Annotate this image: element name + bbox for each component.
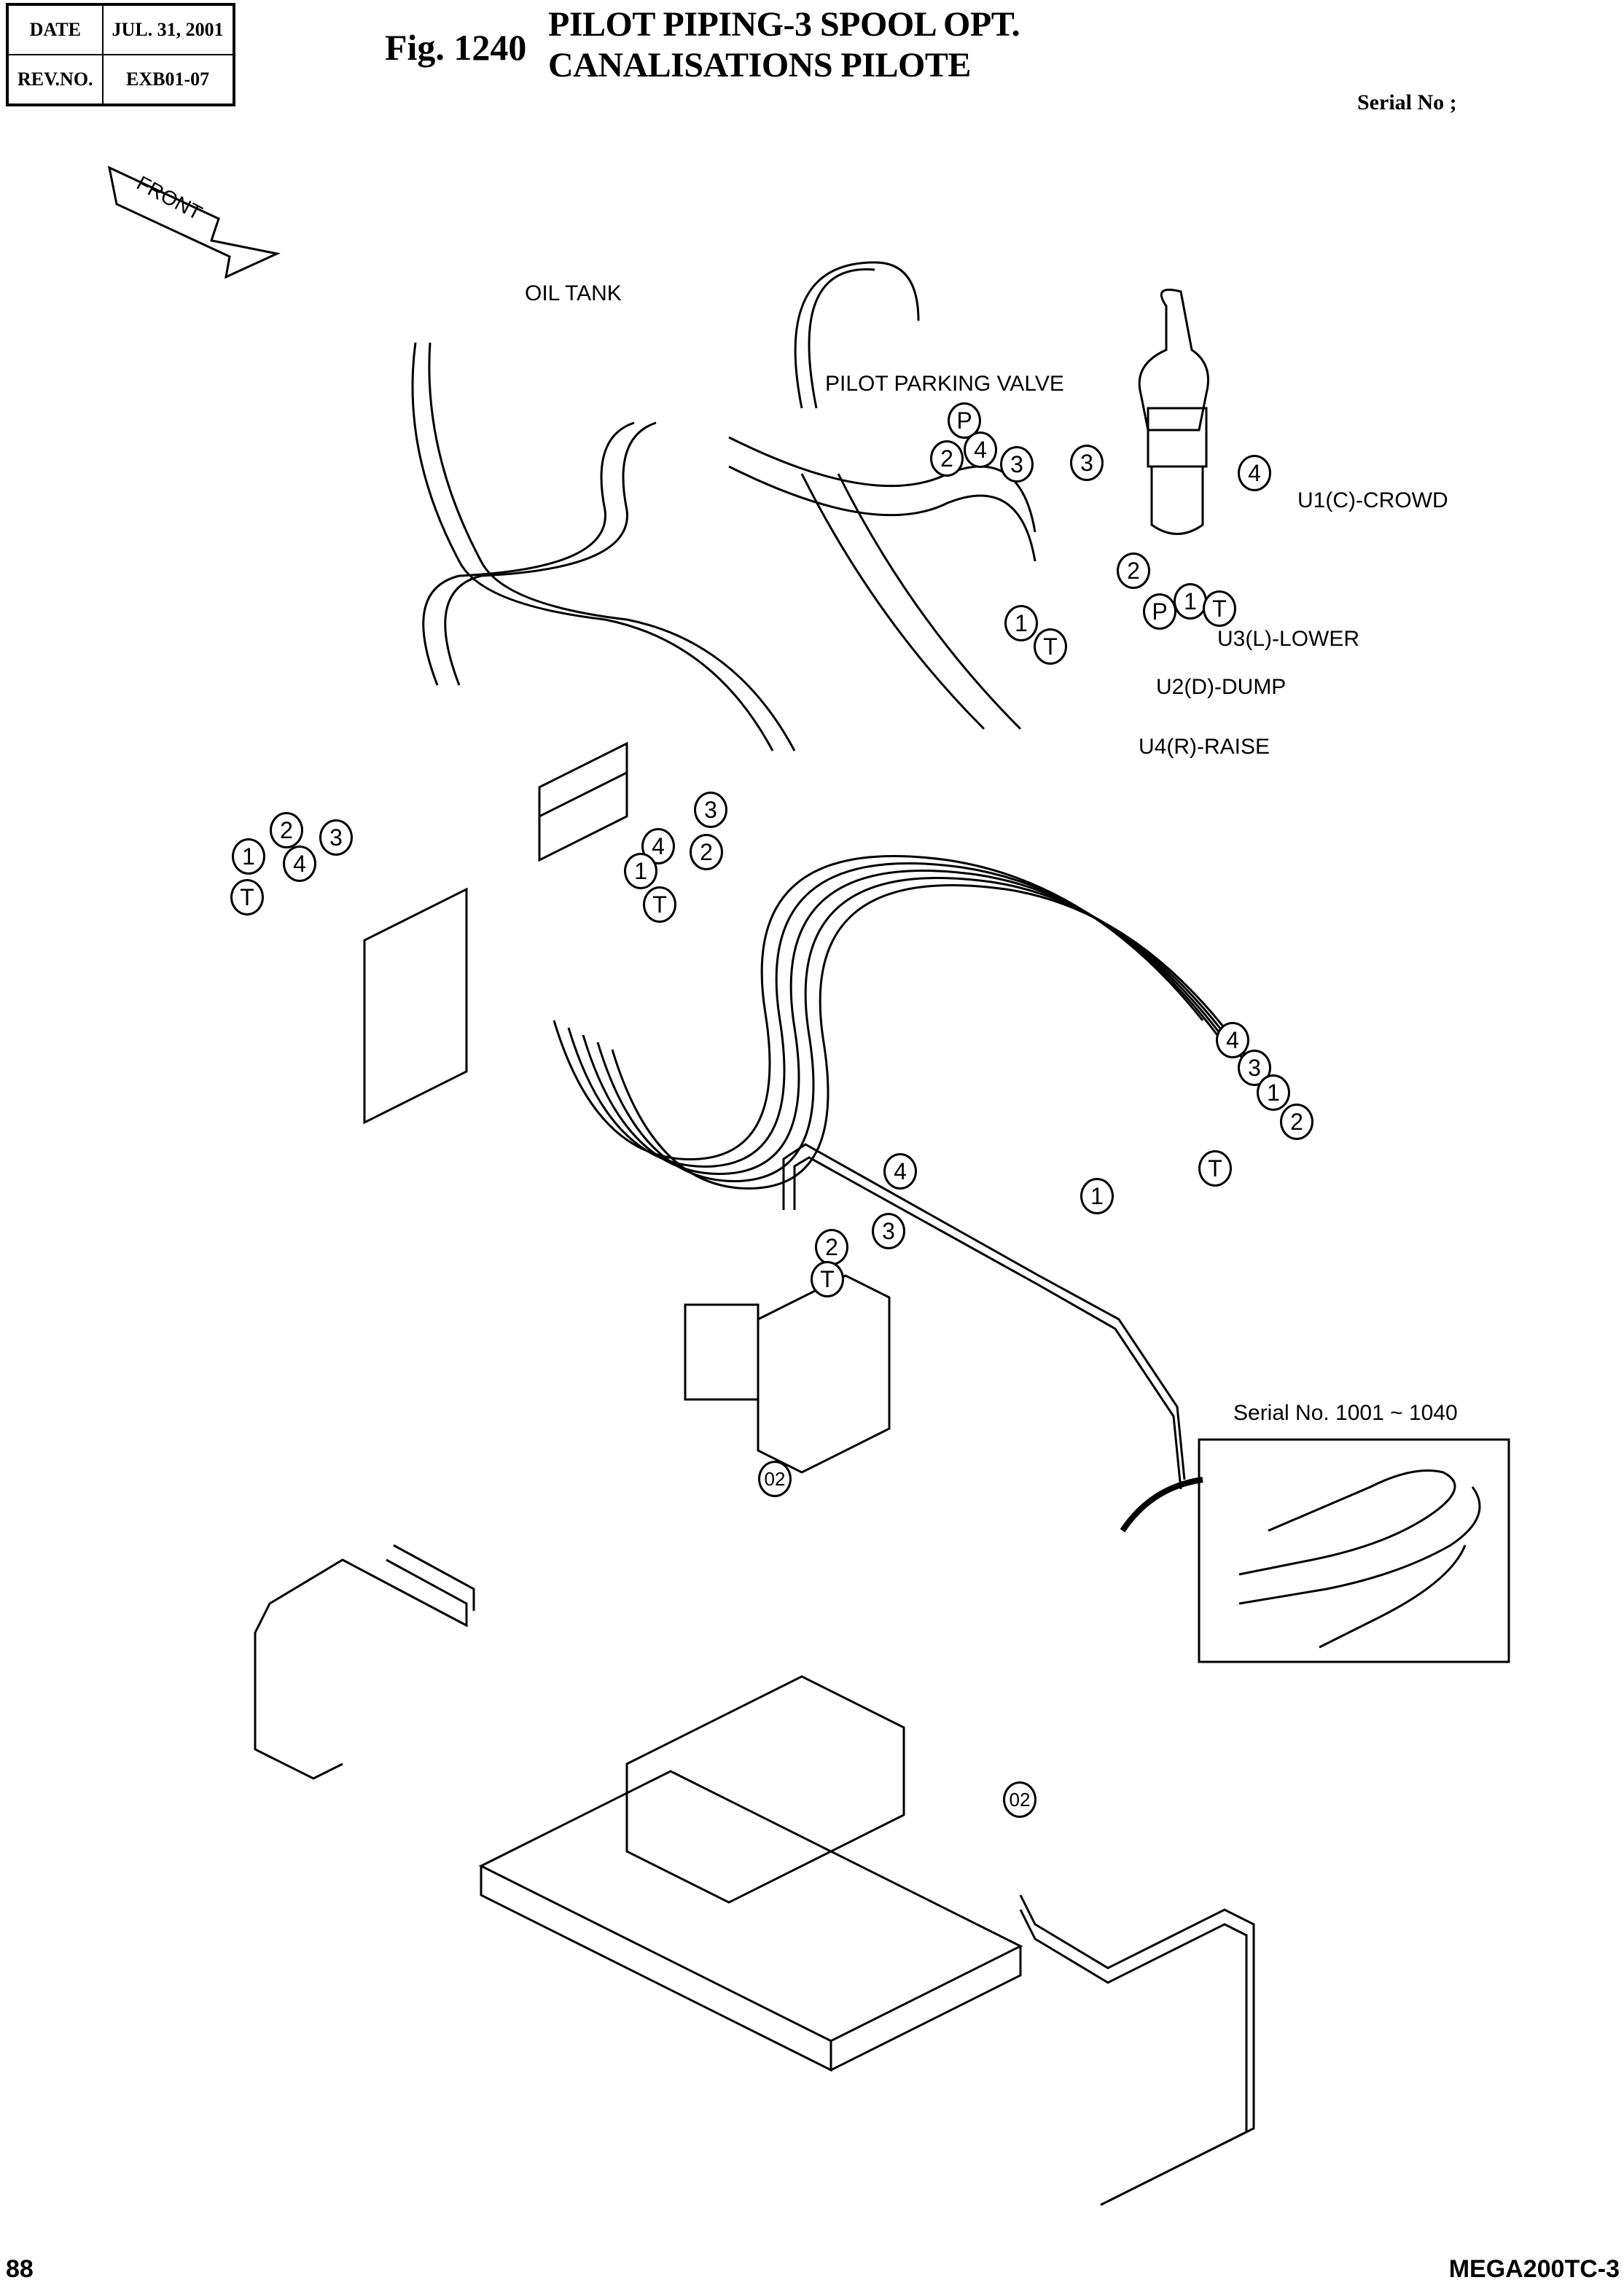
long-pilot-hoses <box>553 854 1262 1190</box>
callout-4: 4 <box>964 432 997 468</box>
callout-4: 4 <box>1238 455 1271 491</box>
callout-3: 3 <box>1070 445 1104 481</box>
inset-serial-label: Serial No. 1001 ~ 1040 <box>1233 1401 1458 1425</box>
callout-2: 2 <box>1117 553 1150 589</box>
port-lower-label: U3(L)-LOWER <box>1217 627 1360 651</box>
solenoid-valve-block <box>684 1274 891 1474</box>
model-number: MEGA200TC-3 <box>1448 2255 1620 2283</box>
callout-1: 1 <box>1080 1178 1114 1214</box>
title-english: PILOT PIPING-3 SPOOL OPT. <box>548 5 1020 44</box>
callout-02: 02 <box>1003 1781 1037 1818</box>
callout-2: 2 <box>930 440 964 477</box>
manifold-block <box>538 741 628 862</box>
page-number: 88 <box>6 2255 34 2283</box>
joystick-icon <box>1138 289 1209 535</box>
callout-p: P <box>948 402 981 439</box>
left-steel-pipe <box>254 1544 475 1780</box>
callout-2: 2 <box>1280 1104 1313 1140</box>
callout-3: 3 <box>872 1213 905 1249</box>
callout-1: 1 <box>1004 605 1038 641</box>
callout-4: 4 <box>641 828 675 864</box>
oil-tank-label: OIL TANK <box>525 281 622 305</box>
inset-hoses <box>1238 1469 1481 1649</box>
date-label: DATE <box>7 4 104 55</box>
front-arrow-icon <box>107 165 281 279</box>
steel-pipe <box>782 1143 1186 1490</box>
callout-3: 3 <box>1238 1050 1271 1086</box>
callout-3: 3 <box>319 819 353 856</box>
callout-p: P <box>1143 593 1176 630</box>
callout-1: 1 <box>624 853 657 889</box>
callout-t: T <box>230 879 264 915</box>
date-value: JUL. 31, 2001 <box>101 4 235 55</box>
figure-number: Fig. 1240 <box>385 27 527 68</box>
inset-box <box>1198 1438 1510 1663</box>
callout-t: T <box>1034 628 1067 665</box>
callout-t: T <box>811 1261 844 1297</box>
callout-2: 2 <box>690 834 723 870</box>
serial-label: Serial No ; <box>1357 90 1457 114</box>
callout-t: T <box>1198 1150 1232 1187</box>
rev-label: REV.NO. <box>7 54 104 106</box>
callout-3: 3 <box>694 792 727 828</box>
inset-pointer <box>1120 1477 1203 1533</box>
pilot-parking-valve-label: PILOT PARKING VALVE <box>825 372 1064 396</box>
callout-4: 4 <box>283 846 316 882</box>
rev-value: EXB01-07 <box>101 54 235 106</box>
right-steel-pipe <box>1019 1894 1255 2206</box>
port-crowd-label: U1(C)-CROWD <box>1297 488 1448 512</box>
callout-t: T <box>1203 590 1236 627</box>
callout-2: 2 <box>815 1229 848 1265</box>
pilot-hose-bundle <box>411 261 1037 751</box>
callout-3: 3 <box>1000 446 1034 483</box>
port-dump-label: U2(D)-DUMP <box>1156 675 1287 699</box>
callout-2: 2 <box>270 812 303 848</box>
callout-1: 1 <box>232 838 265 875</box>
callout-4: 4 <box>1216 1022 1249 1058</box>
callout-4: 4 <box>883 1153 917 1190</box>
base-plate <box>478 1770 1023 2072</box>
bracket-plate <box>363 887 468 1125</box>
port-raise-label: U4(R)-RAISE <box>1139 735 1270 759</box>
control-valve <box>625 1675 905 1904</box>
revision-table: DATE JUL. 31, 2001 REV.NO. EXB01-07 <box>6 3 235 106</box>
callout-1: 1 <box>1257 1074 1290 1111</box>
title-french: CANALISATIONS PILOTE <box>548 46 971 85</box>
callout-t: T <box>643 886 676 923</box>
callout-02: 02 <box>758 1461 792 1497</box>
callout-1: 1 <box>1174 583 1207 620</box>
